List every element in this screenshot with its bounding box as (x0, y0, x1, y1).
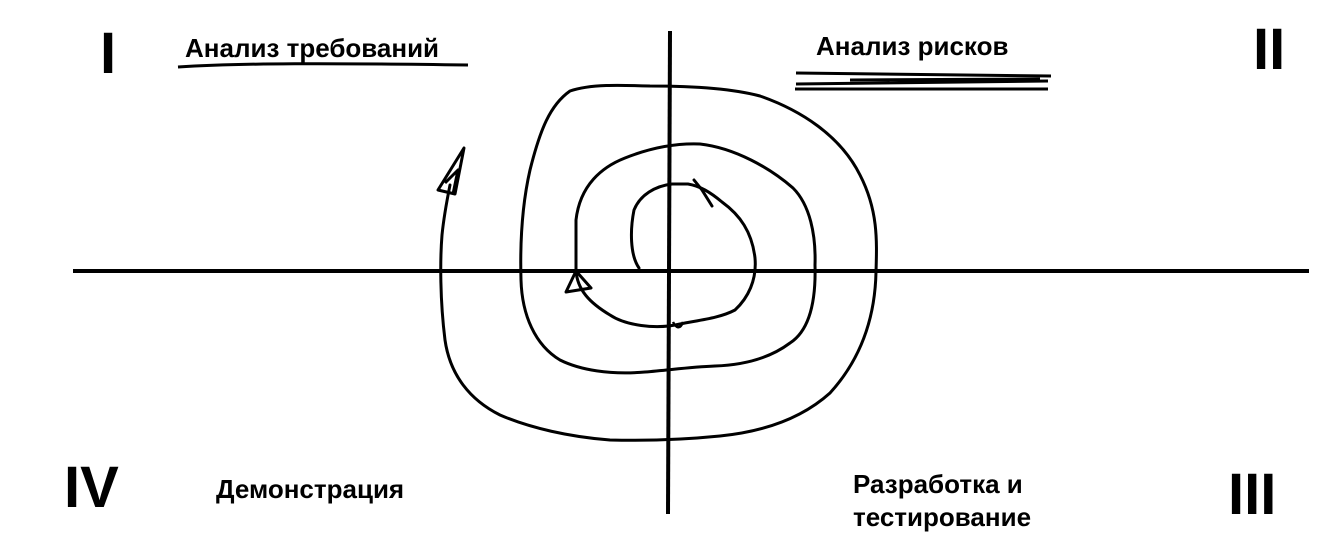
requirements-underline (177, 62, 469, 69)
outer-arrowhead-icon (436, 146, 466, 196)
phase-label-development-testing: Разработка и тестирование (853, 468, 1113, 533)
spiral-hook (671, 321, 685, 329)
phase-label-risk-analysis: Анализ рисков (816, 31, 1009, 61)
inner-arrowhead-icon (564, 269, 593, 294)
quadrant-numeral-2: II (1253, 17, 1286, 82)
risk-underline (795, 71, 1052, 91)
phase-label-requirements-analysis: Анализ требований (185, 33, 440, 63)
vertical-axis (666, 30, 672, 515)
quadrant-numeral-3: III (1228, 462, 1277, 527)
phase-label-demonstration: Демонстрация (216, 474, 405, 504)
quadrant-numeral-1: I (100, 21, 117, 86)
spiral-curve (439, 83, 878, 442)
phase-label-development-line2: тестирование (853, 501, 1032, 532)
spiral-tail (692, 178, 714, 208)
quadrant-numeral-4: IV (64, 455, 119, 520)
phase-label-development-line1: Разработка и (853, 469, 1023, 499)
